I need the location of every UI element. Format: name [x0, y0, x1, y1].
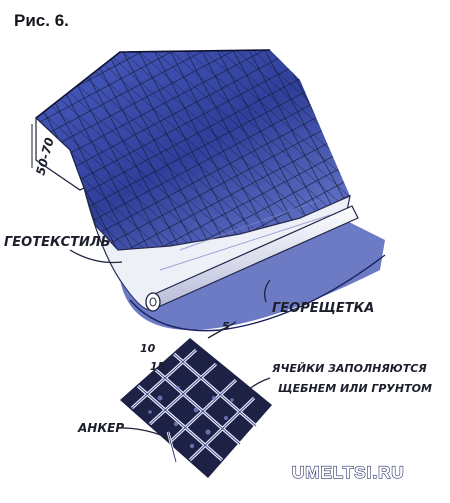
geotextile-label: ГЕОТЕКСТИЛЬ: [4, 235, 111, 250]
cell-fill-leader: [239, 377, 271, 399]
cell-fill-label-line1: ЯЧЕЙКИ ЗАПОЛНЯЮТСЯ: [271, 362, 427, 375]
anchor-leader: [121, 427, 169, 439]
dim-5-label: 5: [222, 320, 230, 333]
geotextile-sheet: [83, 187, 386, 332]
dim-5-line: [207, 321, 237, 339]
figure-title: Рис. 6.: [14, 11, 69, 30]
geogrid-label: ГЕОРЕЩЕТКА: [272, 301, 374, 316]
cell-fill-label-line2: ЩЕБНЕМ ИЛИ ГРУНТОМ: [278, 382, 432, 395]
geogrid-leader: [264, 279, 271, 303]
watermark: UMELTSI.RU: [292, 463, 405, 482]
slope-body: [35, 49, 350, 250]
cell-detail: [120, 338, 272, 478]
dim-10-label: 10: [140, 342, 156, 355]
geotextile-leader: [69, 249, 123, 264]
geogrid-roll: [145, 205, 359, 312]
dim-15-label: 15: [150, 360, 166, 373]
anchor-label: АНКЕР: [77, 421, 124, 435]
